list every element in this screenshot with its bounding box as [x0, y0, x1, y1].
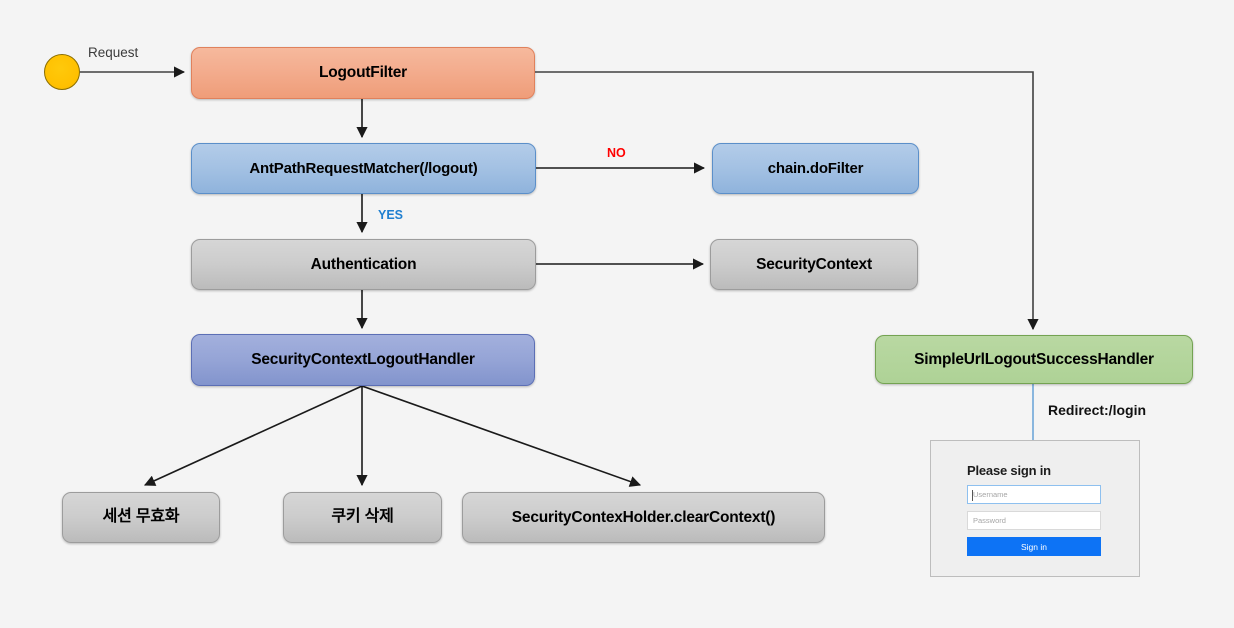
login-heading: Please sign in	[967, 463, 1051, 478]
node-session-invalidate[interactable]: 세션 무효화	[62, 492, 220, 543]
node-authentication[interactable]: Authentication	[191, 239, 536, 290]
edge-label-no: NO	[607, 146, 626, 160]
edge-logoutfilter-to-successhandler	[535, 71, 1039, 331]
edge-logouthandler-to-clearcontext	[361, 385, 642, 487]
node-security-context-logout-handler[interactable]: SecurityContextLogoutHandler	[191, 334, 535, 386]
username-input[interactable]: Username	[967, 485, 1101, 504]
node-clear-context[interactable]: SecurityContexHolder.clearContext()	[462, 492, 825, 543]
node-ant-path-request-matcher[interactable]: AntPathRequestMatcher(/logout)	[191, 143, 536, 194]
node-logout-filter[interactable]: LogoutFilter	[191, 47, 535, 99]
node-security-context[interactable]: SecurityContext	[710, 239, 918, 290]
password-input[interactable]: Password	[967, 511, 1101, 530]
start-node	[44, 54, 80, 90]
node-simple-url-logout-success-handler[interactable]: SimpleUrlLogoutSuccessHandler	[875, 335, 1193, 384]
edge-label-request: Request	[88, 45, 139, 60]
edge-label-redirect: Redirect:/login	[1048, 402, 1147, 418]
sign-in-button[interactable]: Sign in	[967, 537, 1101, 556]
node-chain-do-filter[interactable]: chain.doFilter	[712, 143, 919, 194]
node-cookie-delete[interactable]: 쿠키 삭제	[283, 492, 442, 543]
edge-label-yes: YES	[378, 208, 404, 222]
login-form: Please sign in Username Password Sign in	[967, 463, 1101, 556]
edge-logouthandler-to-session-invalidate	[143, 385, 363, 486]
login-page-preview: Please sign in Username Password Sign in	[930, 440, 1140, 577]
